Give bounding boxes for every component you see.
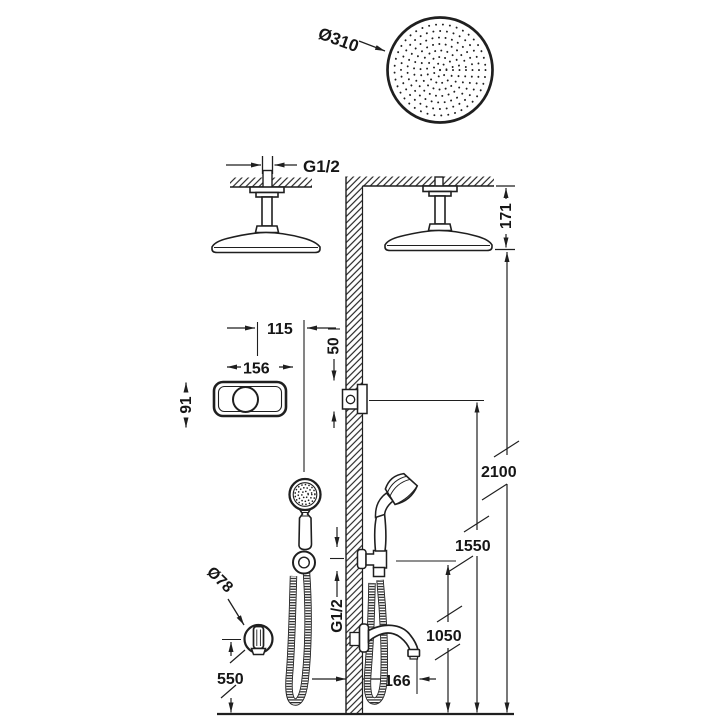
- hand-shower-front: [288, 477, 322, 702]
- wall-outlet-box: [341, 383, 368, 415]
- spout-flange: [358, 623, 370, 653]
- bracket-holder: [365, 549, 388, 569]
- dim-rain-head-drop: 171: [498, 203, 515, 229]
- rain-head-top-view: Ø310: [316, 16, 494, 124]
- dim-spout-reach: 166: [384, 673, 411, 690]
- dimension-ceiling-thread: G1/2: [226, 156, 340, 176]
- leader-rain-head-diameter: [358, 40, 386, 52]
- side-head-bell: [384, 472, 419, 506]
- hand-shower-handle: [298, 508, 313, 551]
- dim-hand-shower-height: 1050: [426, 628, 462, 645]
- stop-valve: Ø78: [203, 564, 274, 656]
- side-handle: [373, 512, 387, 552]
- dim-panel-width: 156: [243, 361, 270, 378]
- dimension-rain-head-height: 2100: [481, 252, 520, 713]
- spout-body: [367, 624, 420, 651]
- dimension-outlet-height: 1550: [369, 399, 491, 713]
- dim-ceiling-thread: G1/2: [303, 157, 340, 176]
- dim-valve-diameter: Ø78: [203, 564, 236, 597]
- dimension-spout-reach: 166: [312, 657, 436, 694]
- dim-panel-height: 91: [178, 396, 195, 414]
- dimension-hand-shower-height: 1050: [396, 560, 463, 713]
- dimension-panel-height: 91: [178, 382, 195, 428]
- spout: [349, 623, 421, 660]
- dim-valve-height: 550: [217, 671, 244, 688]
- dim-hand-shower-thread: G1/2: [329, 599, 346, 633]
- rain-head-left: [211, 169, 321, 254]
- dim-panel-center-offset: 115: [267, 321, 293, 338]
- rain-head-right: [384, 176, 493, 252]
- bracket-flange: [356, 548, 367, 570]
- dimension-outlet-offset: 50: [326, 328, 343, 428]
- dim-rain-head-diameter: Ø310: [316, 24, 362, 56]
- valve-lever: [252, 625, 265, 650]
- hand-shower-side: [356, 472, 419, 701]
- hand-shower-face: [288, 477, 322, 512]
- control-panel: [212, 380, 288, 418]
- dimension-valve-height: 550: [217, 638, 246, 713]
- dim-outlet-offset: 50: [326, 337, 343, 354]
- panel-knob: [232, 386, 259, 413]
- leader-valve-diameter: [227, 598, 245, 626]
- dimension-rain-head-drop: 171: [495, 185, 515, 251]
- dimension-panel-width: 156: [227, 361, 293, 378]
- dimension-hand-shower-thread: G1/2: [329, 527, 346, 633]
- dim-rain-head-height: 2100: [481, 464, 517, 481]
- dim-outlet-height: 1550: [455, 538, 491, 555]
- dimension-panel-center-offset: 115: [227, 320, 336, 472]
- spout-aerator: [407, 648, 421, 658]
